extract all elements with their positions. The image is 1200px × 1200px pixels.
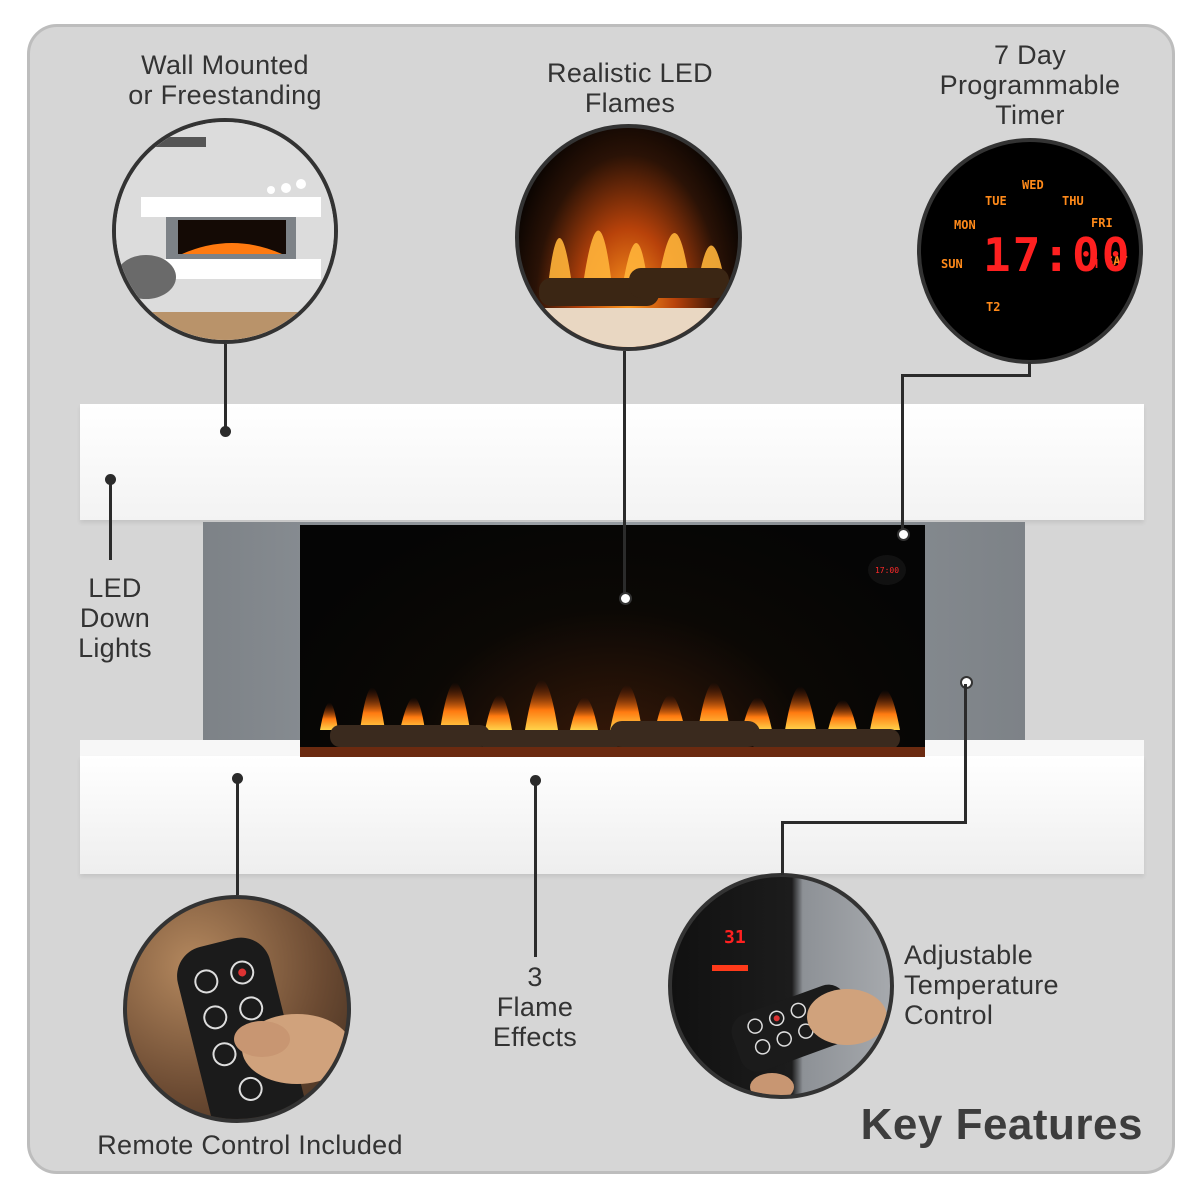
temperature-readout: 31 <box>724 927 746 948</box>
leader-timer-h <box>901 374 1031 377</box>
timer-day-wed: WED <box>1022 178 1044 192</box>
fireplace-timer-display: 17:00 <box>868 555 906 585</box>
page-title: Key Features <box>860 1100 1143 1149</box>
label-remote: Remote Control Included <box>97 1130 403 1160</box>
remote-hand-graphic-2 <box>712 965 887 1095</box>
remote-control-image <box>123 895 351 1123</box>
leader-temperature-v1 <box>964 684 967 824</box>
timer-day-fri: FRI <box>1091 216 1113 230</box>
leader-led-down-lights <box>109 478 112 560</box>
flame-graphic <box>300 680 925 757</box>
timer-day-tue: TUE <box>985 194 1007 208</box>
leader-dot-wall-mounted <box>220 426 231 437</box>
room-scene-graphic <box>116 122 334 340</box>
label-wall-mounted: Wall Mounted or Freestanding <box>128 50 322 110</box>
wall-mounted-image <box>112 118 338 344</box>
timer-day-mon: MON <box>954 218 976 232</box>
leader-led-flames <box>623 351 626 596</box>
firebox-flames <box>300 525 925 757</box>
leader-wall-mounted <box>224 344 227 430</box>
label-led-down-lights: LED Down Lights <box>78 573 152 663</box>
label-timer: 7 Day Programmable Timer <box>939 40 1121 130</box>
label-led-flames: Realistic LED Flames <box>547 58 713 118</box>
leader-temperature-v2 <box>781 821 784 875</box>
timer-image: MON TUE WED THU FRI SUN SAT 17:00 H T2 <box>917 138 1143 364</box>
leader-remote <box>236 778 239 895</box>
label-flame-effects: 3 Flame Effects <box>492 962 578 1052</box>
timer-unit: H <box>1091 257 1099 271</box>
mantel-top-shelf <box>80 404 1144 520</box>
timer-day-sat: SAT <box>1106 254 1128 268</box>
timer-day-thu: THU <box>1062 194 1084 208</box>
remote-hand-graphic <box>177 937 347 1119</box>
timer-program: T2 <box>986 300 1001 314</box>
leader-dot-led-flames <box>619 592 632 605</box>
leader-dot-timer <box>897 528 910 541</box>
temperature-control-image: 31 <box>668 873 894 1099</box>
leader-flame-effects <box>534 780 537 957</box>
leader-temperature-h <box>781 821 967 824</box>
flames-closeup-graphic <box>519 230 738 347</box>
timer-day-sun: SUN <box>941 257 963 271</box>
led-flames-image <box>515 124 742 351</box>
leader-timer-v1 <box>1028 362 1031 377</box>
timer-clock-value: 17:00 <box>983 228 1132 282</box>
leader-timer-v2 <box>901 374 904 530</box>
label-temperature: Adjustable Temperature Control <box>904 940 1059 1030</box>
